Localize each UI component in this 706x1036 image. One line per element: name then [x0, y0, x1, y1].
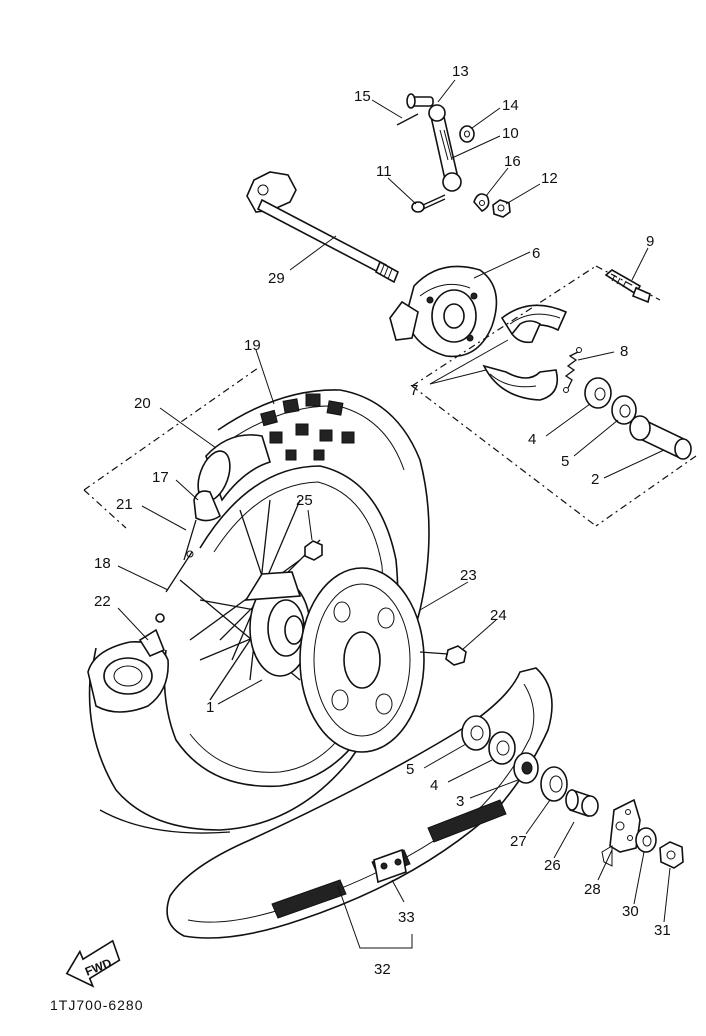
- callout-25: 25: [296, 492, 313, 509]
- callout-15: 15: [354, 88, 371, 105]
- rear-sprocket: [299, 567, 425, 753]
- bearing-3: [513, 752, 539, 784]
- bolt-24: [419, 645, 467, 666]
- drawing-code: 1TJ700-6280: [50, 997, 144, 1013]
- callout-22: 22: [94, 593, 111, 610]
- shoe-spring: [563, 347, 582, 393]
- callout-2: 2: [591, 471, 599, 488]
- rear-axle: [246, 171, 400, 284]
- callout-21: 21: [116, 496, 133, 513]
- callout-12: 12: [541, 170, 558, 187]
- bolt-lower-left: [155, 613, 165, 623]
- chain-joint-33: [373, 848, 407, 884]
- bearing-4-upper: [584, 377, 612, 409]
- adjuster-plate-28: [601, 798, 641, 867]
- plate-22: [87, 628, 169, 713]
- callout-numbers: 13 15 14 10 11 16 12 9 6 29 8 19 7 20 4 …: [94, 63, 671, 978]
- callout-18: 18: [94, 555, 111, 572]
- oil-seal-5-upper: [611, 395, 637, 425]
- bolt-11: [411, 194, 446, 213]
- callout-1: 1: [206, 699, 214, 716]
- callout-30: 30: [622, 903, 639, 920]
- callout-5-upper: 5: [561, 453, 569, 470]
- washer-14: [459, 125, 475, 143]
- callout-5-lower: 5: [406, 761, 414, 778]
- callout-32: 32: [374, 961, 391, 978]
- callout-27: 27: [510, 833, 527, 850]
- nut-12: [492, 199, 511, 218]
- callout-17: 17: [152, 469, 169, 486]
- nut-25: [304, 540, 323, 561]
- brake-shoe-plate: [389, 265, 498, 358]
- rim-band: [197, 434, 271, 502]
- callout-14: 14: [502, 97, 519, 114]
- callout-7: 7: [410, 382, 418, 399]
- callout-10: 10: [502, 125, 519, 142]
- callout-16: 16: [504, 153, 521, 170]
- callout-24: 24: [490, 607, 507, 624]
- tire-knobs: [260, 393, 355, 461]
- spacer-2: [629, 415, 692, 460]
- lever-pin: [406, 93, 434, 109]
- callout-19: 19: [244, 337, 261, 354]
- callout-29: 29: [268, 270, 285, 287]
- callout-8: 8: [620, 343, 628, 360]
- callout-4-lower: 4: [430, 777, 438, 794]
- spoke-21: [183, 519, 197, 561]
- wheel-hub: [244, 571, 311, 677]
- callout-3: 3: [456, 793, 464, 810]
- callout-26: 26: [544, 857, 561, 874]
- callout-13: 13: [452, 63, 469, 80]
- cotter-pin: [396, 113, 419, 126]
- callout-4-upper: 4: [528, 431, 536, 448]
- nipple-18: [165, 550, 194, 593]
- callout-20: 20: [134, 395, 151, 412]
- nut-31: [659, 841, 684, 869]
- assembly-outline: [83, 265, 697, 529]
- callout-23: 23: [460, 567, 477, 584]
- leader-lines: [117, 79, 671, 949]
- washer-30: [635, 827, 657, 853]
- callout-28: 28: [584, 881, 601, 898]
- fwd-arrow: FWD: [65, 939, 121, 988]
- tube: [193, 490, 221, 522]
- oil-seal-5-lower: [461, 715, 491, 751]
- callout-11: 11: [376, 163, 392, 180]
- collar-27: [540, 766, 568, 802]
- brake-shoes: [482, 304, 568, 401]
- bearing-4-lower: [488, 731, 516, 765]
- collar-26: [565, 788, 599, 818]
- callout-9: 9: [646, 233, 654, 250]
- callout-33: 33: [398, 909, 415, 926]
- washer-16: [473, 193, 490, 212]
- brake-cam-lever: [428, 104, 462, 192]
- callout-31: 31: [654, 922, 671, 939]
- callout-6: 6: [532, 245, 540, 262]
